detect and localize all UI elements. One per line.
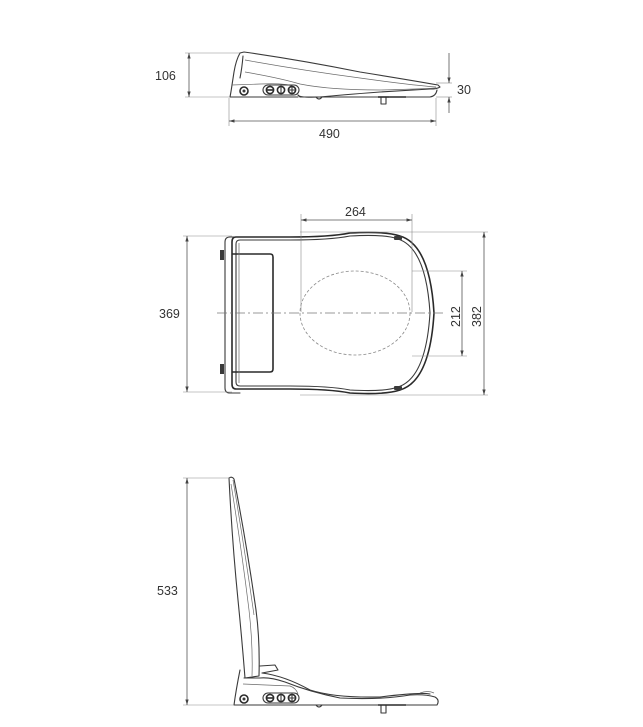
bumper [315,96,323,100]
dim-opening-width-212: 212 [449,306,463,327]
mounting-bolt-icon [380,704,387,714]
side-view-closed: 106 30 490 [155,51,471,141]
top-view: 264 369 212 382 [159,205,488,396]
control-knobs-icon [262,692,300,704]
seat-top-outline [220,231,435,395]
dim-height-open-533: 533 [157,584,178,598]
hinge-icon [239,86,249,96]
seat-side-outline [229,51,441,105]
control-knobs-icon [262,84,300,96]
dim-height-106: 106 [155,69,176,83]
dim-length-490: 490 [319,127,340,141]
hinge-icon [239,694,249,704]
dim-width-382: 382 [470,306,484,327]
side-view-lid-open: 533 [157,476,439,714]
dim-opening-length-264: 264 [345,205,366,219]
dim-front-height-30: 30 [457,83,471,97]
seat-open-outline [228,476,439,714]
mounting-bolt-icon [380,96,387,105]
dim-width-369: 369 [159,307,180,321]
